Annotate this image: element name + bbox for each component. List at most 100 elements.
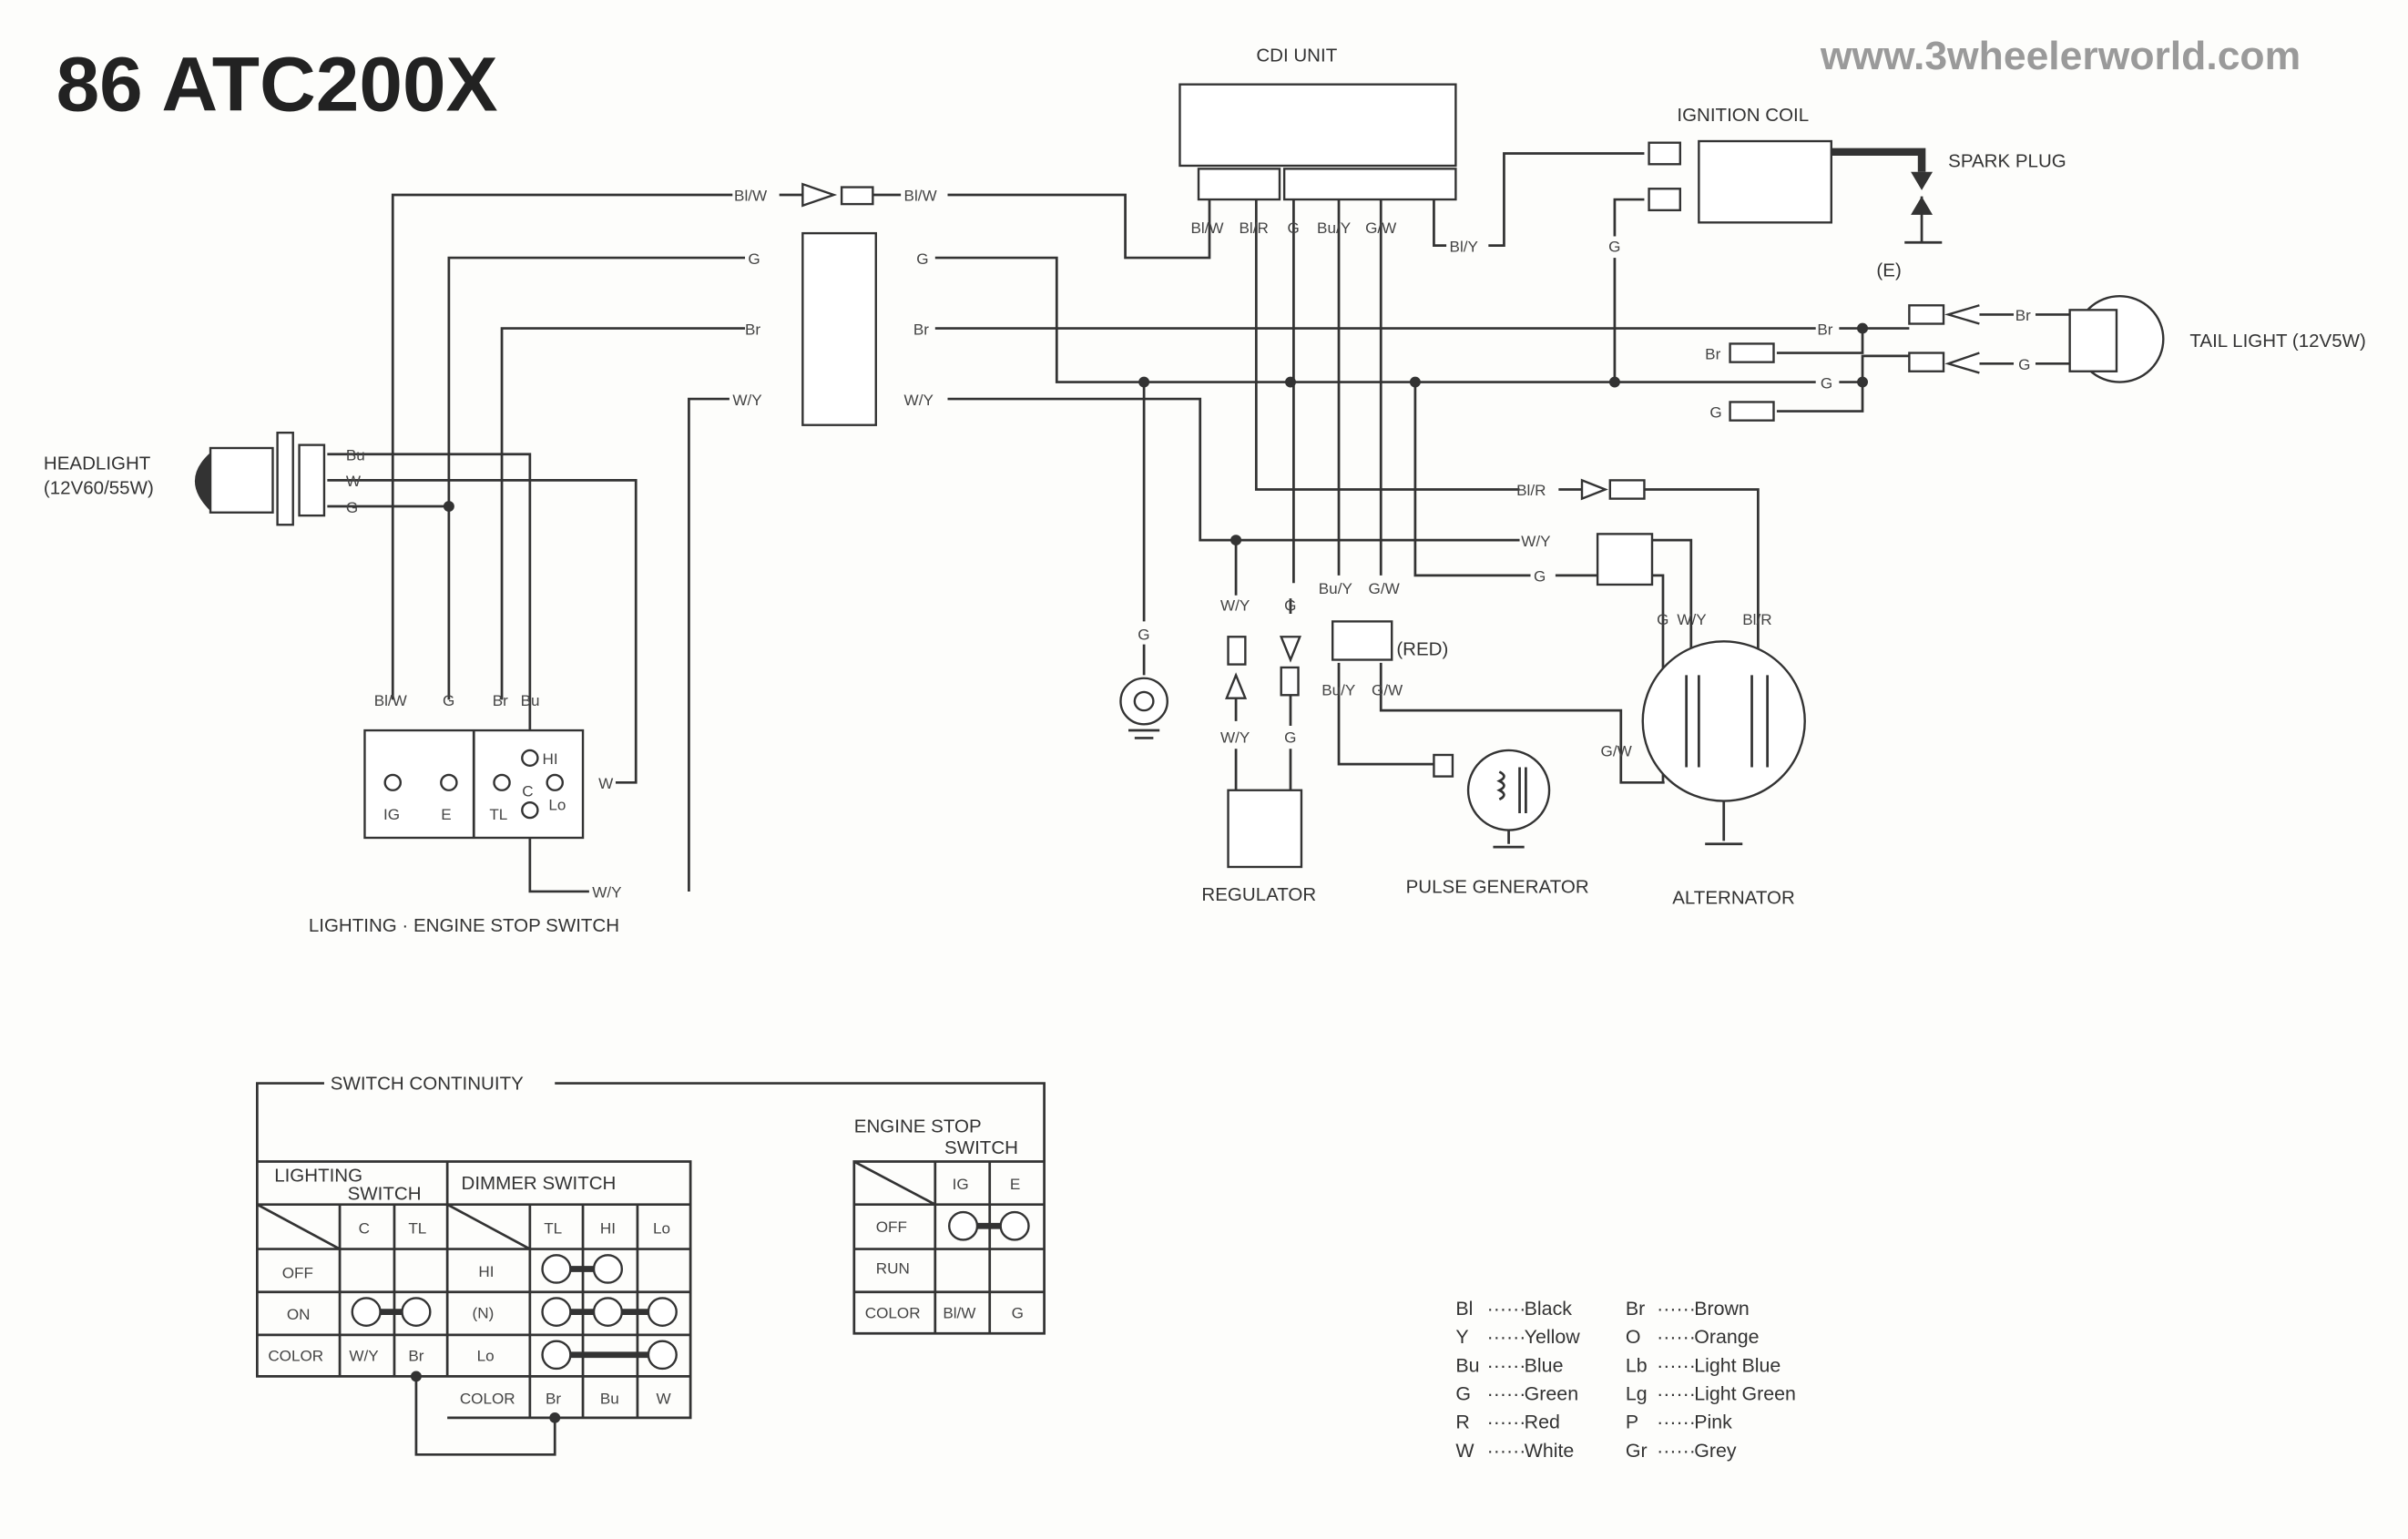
col-c: C	[359, 1220, 370, 1238]
wire-label: Br	[745, 321, 760, 338]
bullet-connector	[801, 182, 874, 208]
regulator: REGULATOR	[1201, 636, 1316, 905]
red-connector-label: (RED)	[1396, 640, 1448, 660]
legend-dots: ······	[1487, 1355, 1526, 1376]
website-watermark: www.3wheelerworld.com	[1820, 34, 2301, 78]
ignition-coil: IGNITION COIL	[1648, 106, 1833, 224]
wire-label: W/Y	[1677, 611, 1706, 628]
dimmer-switch-table: DIMMER SWITCH TL HI Lo HI (N) Lo COLOR B…	[410, 1174, 678, 1456]
wire-label: G	[346, 499, 358, 516]
color-wy: W/Y	[349, 1348, 378, 1365]
wire-label: G	[1288, 219, 1300, 237]
legend-dots: ······	[1487, 1299, 1526, 1320]
legend-code: Bl	[1455, 1299, 1473, 1320]
page-title: 86 ATC200X	[56, 41, 498, 127]
col-tl: TL	[408, 1220, 426, 1238]
legend-dots: ······	[1657, 1384, 1696, 1405]
wire-label: G/W	[1365, 219, 1396, 237]
wire-label: Bu/Y	[1317, 219, 1351, 237]
legend-dots: ······	[1657, 1299, 1696, 1320]
legend-name: Brown	[1694, 1299, 1750, 1320]
legend-dots: ······	[1657, 1412, 1696, 1433]
legend-code: Y	[1455, 1327, 1468, 1348]
engine-stop-switch-table: ENGINE STOP SWITCH IG E OFF RUN COLOR Bl…	[852, 1117, 1046, 1335]
terminal-hi: HI	[543, 750, 558, 768]
legend-code: P	[1626, 1412, 1638, 1433]
wire-label: Bu	[521, 692, 540, 709]
wire-label: Bl/Y	[1450, 238, 1478, 255]
color-g: G	[1012, 1304, 1024, 1321]
wire-label: Bl/R	[1742, 611, 1771, 628]
legend-code: O	[1626, 1327, 1641, 1348]
terminal-ig: IG	[383, 806, 400, 823]
legend-name: White	[1525, 1441, 1575, 1462]
ground-e-label: (E)	[1876, 260, 1901, 280]
spark-plug: SPARK PLUG (E)	[1876, 152, 2066, 280]
row-on: ON	[287, 1306, 311, 1323]
wire-label: G	[1284, 597, 1296, 615]
legend-dots: ······	[1487, 1327, 1526, 1348]
headlight-spec: (12V60/55W)	[44, 479, 154, 499]
legend-dots: ······	[1657, 1441, 1696, 1462]
legend-name: Orange	[1694, 1327, 1759, 1348]
color-blw: Bl/W	[943, 1304, 975, 1321]
terminal-tl: TL	[489, 806, 507, 823]
wire-label: Bl/W	[1190, 219, 1223, 237]
legend-dots: ······	[1487, 1384, 1526, 1405]
regulator-label: REGULATOR	[1201, 885, 1316, 905]
bl-r-connector	[1580, 478, 1646, 501]
wire-label: Bl/W	[904, 188, 937, 205]
color-w: W	[656, 1391, 670, 1408]
wire-label: G	[1534, 568, 1546, 586]
legend-code: Gr	[1626, 1441, 1648, 1462]
ground-terminal	[1119, 677, 1168, 739]
wire-label: G/W	[1601, 743, 1632, 760]
legend-name: Light Blue	[1694, 1355, 1780, 1376]
wire-label: G	[748, 250, 760, 268]
col-lo: Lo	[653, 1220, 670, 1238]
legend-dots: ······	[1657, 1355, 1696, 1376]
col-tl: TL	[544, 1220, 562, 1238]
red-connector: (RED)	[1331, 620, 1448, 661]
legend-dots: ······	[1487, 1441, 1526, 1462]
legend-name: Pink	[1694, 1412, 1732, 1433]
wire-label: W/Y	[1220, 597, 1250, 615]
pulse-generator: PULSE GENERATOR	[1406, 749, 1589, 898]
tail-light: TAIL LIGHT (12V5W)	[1729, 295, 2366, 422]
color-legend: Bl······BlackY······YellowBu······BlueG·…	[1455, 1299, 1796, 1462]
alternator: ALTERNATOR	[1641, 640, 1806, 908]
switch-continuity: SWITCH CONTINUITY LIGHTING SWITCH C TL O…	[255, 1074, 1046, 1456]
ignition-coil-label: IGNITION COIL	[1677, 106, 1809, 126]
wire-label: Bu/Y	[1319, 580, 1352, 597]
legend-code: G	[1455, 1384, 1471, 1405]
wire-label: W/Y	[904, 392, 934, 409]
lighting-switch-table: LIGHTING SWITCH C TL OFF ON COLOR W/Y Br	[255, 1160, 692, 1420]
switch-label: LIGHTING · ENGINE STOP SWITCH	[309, 916, 619, 936]
continuity-title: SWITCH CONTINUITY	[331, 1074, 524, 1094]
wire-label: Bu/Y	[1321, 681, 1355, 698]
col-ig: IG	[953, 1176, 969, 1193]
row-color: COLOR	[460, 1391, 515, 1408]
terminal-e: E	[441, 806, 451, 823]
legend-dots: ······	[1487, 1412, 1526, 1433]
wire-label: W/Y	[592, 884, 621, 902]
legend-name: Red	[1525, 1412, 1560, 1433]
wire-label: G	[1608, 238, 1620, 255]
wire-label: G/W	[1372, 681, 1403, 698]
color-bu: Bu	[600, 1391, 619, 1408]
wire-label: Bl/W	[374, 692, 407, 709]
row-run: RUN	[876, 1260, 910, 1278]
wire-label: G	[1284, 729, 1296, 747]
wire-label: W	[346, 473, 361, 490]
lighting-engine-stop-switch: IG E TL C HI Lo LIGHTING · ENGINE STOP S…	[309, 729, 619, 936]
wire-label: W/Y	[1220, 729, 1250, 747]
row-off: OFF	[876, 1218, 907, 1236]
wire-label: G	[1657, 611, 1668, 628]
wire-label: G	[1138, 627, 1149, 644]
wire-label: Br	[1817, 321, 1832, 338]
legend-dots: ······	[1657, 1327, 1696, 1348]
terminal-lo: Lo	[548, 797, 566, 814]
wire-label: Bl/R	[1516, 482, 1546, 499]
headlight: HEADLIGHT (12V60/55W)	[44, 431, 326, 526]
